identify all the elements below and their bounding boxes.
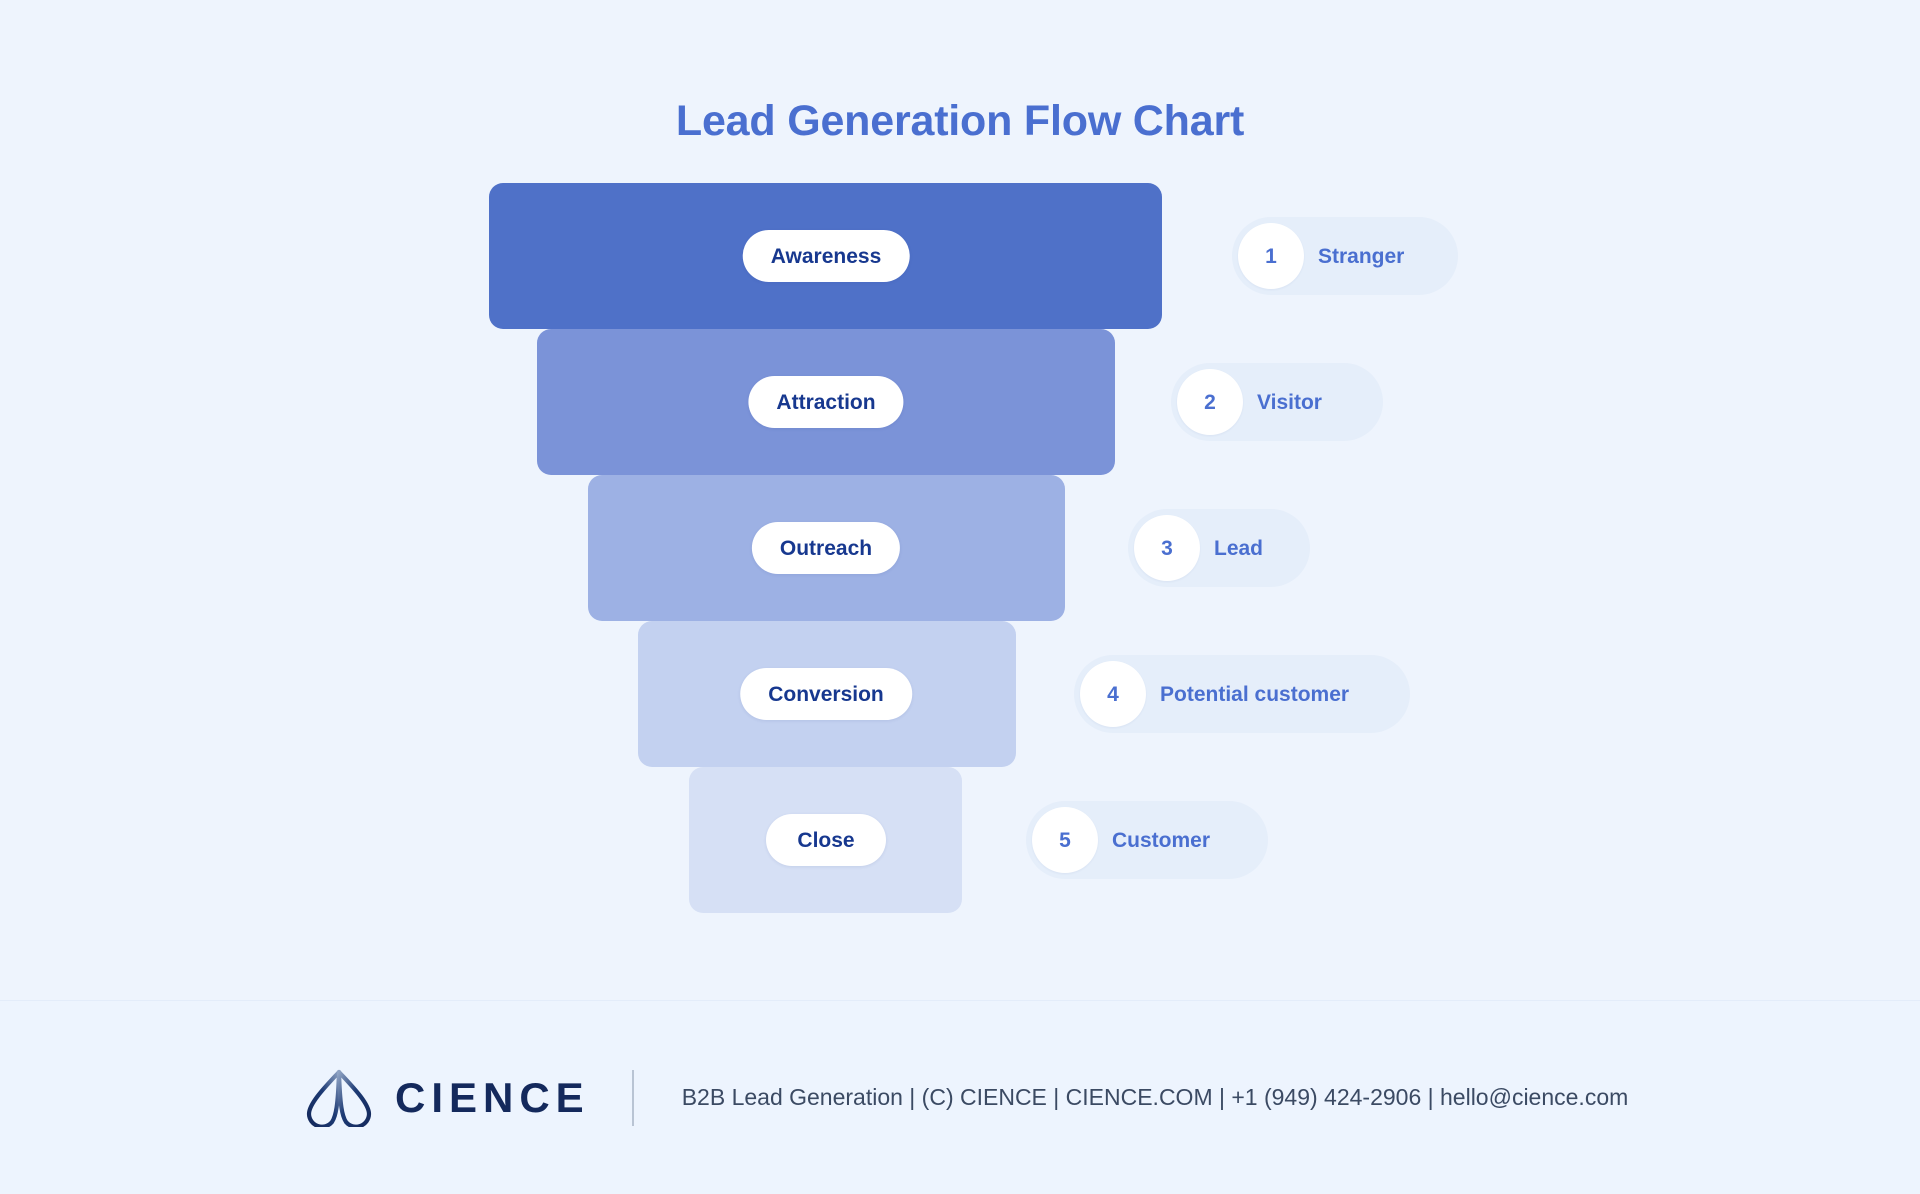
- stage-pill-close[interactable]: Close: [766, 814, 886, 867]
- funnel-row: Close 5 Customer: [0, 767, 1920, 914]
- persona-label: Customer: [1112, 828, 1211, 852]
- cience-arch-icon: [306, 1069, 372, 1127]
- stage-pill-outreach[interactable]: Outreach: [751, 522, 901, 575]
- step-number-circle: 2: [1177, 369, 1243, 436]
- footer-divider: [631, 1069, 634, 1126]
- stage-label: Close: [797, 828, 855, 852]
- funnel-row: Outreach 3 Lead: [0, 475, 1920, 622]
- funnel-row: Attraction 2 Visitor: [0, 329, 1920, 476]
- step-number: 5: [1059, 828, 1071, 852]
- stage-label: Outreach: [779, 536, 873, 560]
- stage-label: Awareness: [770, 244, 882, 268]
- step-number: 4: [1107, 682, 1119, 706]
- persona-label: Potential customer: [1160, 682, 1350, 706]
- persona-badge-lead[interactable]: 3 Lead: [1128, 509, 1310, 588]
- stage-label: Conversion: [768, 682, 884, 706]
- stage-pill-awareness[interactable]: Awareness: [742, 230, 910, 283]
- step-number-circle: 4: [1080, 661, 1146, 728]
- footer-contact-text: B2B Lead Generation | (C) CIENCE | CIENC…: [681, 1084, 1629, 1110]
- persona-badge-customer[interactable]: 5 Customer: [1026, 801, 1268, 880]
- cience-logo: CIENCE: [303, 1069, 590, 1127]
- page-title: Lead Generation Flow Chart: [675, 97, 1245, 145]
- persona-badge-visitor[interactable]: 2 Visitor: [1171, 363, 1383, 442]
- step-number-circle: 5: [1032, 807, 1098, 874]
- footer-bar: CIENCE B2B Lead Generation | (C) CIENCE …: [0, 1000, 1920, 1194]
- step-number: 1: [1265, 244, 1277, 268]
- persona-label: Visitor: [1257, 390, 1322, 414]
- step-number: 2: [1204, 390, 1216, 414]
- step-number: 3: [1161, 536, 1173, 560]
- funnel-chart: Awareness 1 Stranger Attraction 2 Visito…: [0, 183, 1920, 923]
- step-number-circle: 3: [1134, 515, 1200, 582]
- footer-content: CIENCE B2B Lead Generation | (C) CIENCE …: [303, 1069, 1628, 1127]
- cience-wordmark: CIENCE: [395, 1073, 590, 1121]
- persona-label: Stranger: [1318, 244, 1405, 268]
- title-container: Lead Generation Flow Chart: [0, 0, 1920, 145]
- stage-pill-attraction[interactable]: Attraction: [748, 376, 904, 429]
- step-number-circle: 1: [1238, 223, 1304, 290]
- stage-pill-conversion[interactable]: Conversion: [740, 668, 912, 721]
- persona-badge-potential-customer[interactable]: 4 Potential customer: [1074, 655, 1410, 734]
- stage-label: Attraction: [776, 390, 876, 414]
- funnel-row: Awareness 1 Stranger: [0, 183, 1920, 330]
- funnel-row: Conversion 4 Potential customer: [0, 621, 1920, 768]
- persona-label: Lead: [1214, 536, 1264, 560]
- persona-badge-stranger[interactable]: 1 Stranger: [1232, 217, 1458, 296]
